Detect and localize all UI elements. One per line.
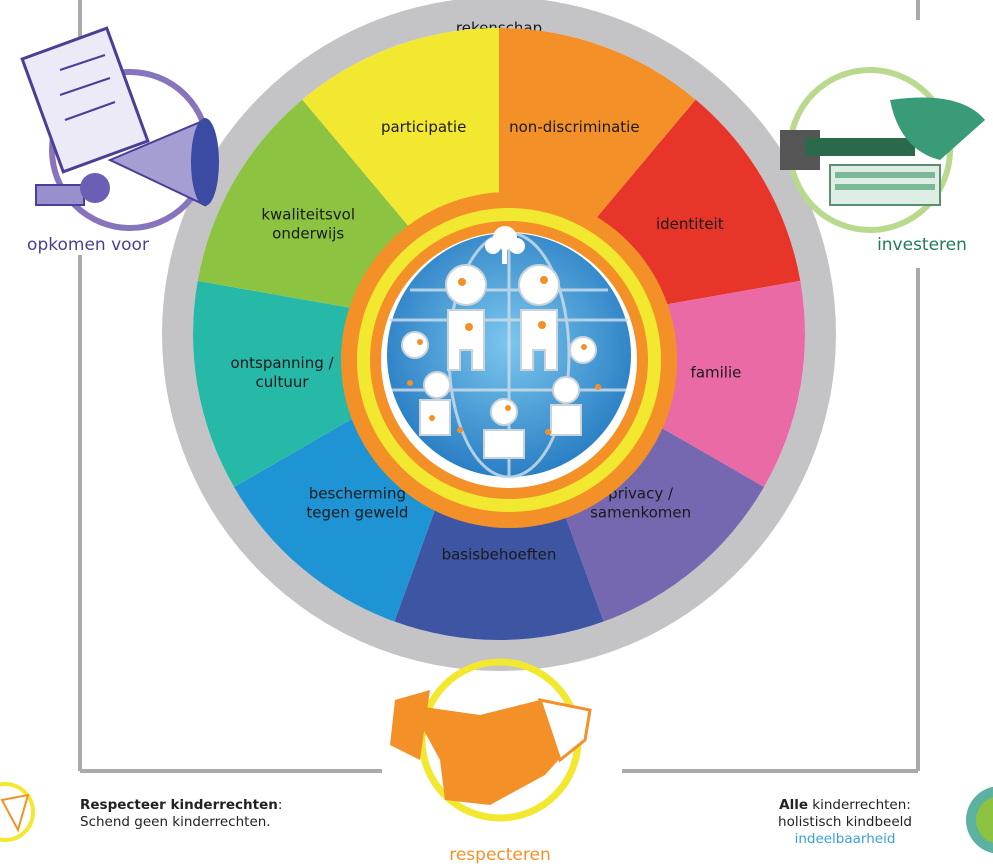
investment-icon bbox=[780, 67, 985, 233]
segment-label-0: non-discriminatie bbox=[509, 118, 639, 136]
all-note-line2: holistisch kindbeeld bbox=[778, 814, 912, 830]
tree-icon bbox=[485, 226, 525, 264]
advocate-label: opkomen voor bbox=[27, 235, 149, 255]
corner-icon-left bbox=[0, 782, 35, 842]
segment-label-3: privacy /samenkomen bbox=[590, 484, 691, 521]
respect-note-title: Respecteer kinderrechten bbox=[80, 797, 278, 813]
segment-label-6: ontspanning /cultuur bbox=[230, 354, 334, 391]
all-rights-note: Alle kinderrechten: holistisch kindbeeld… bbox=[745, 797, 945, 848]
megaphone-icon bbox=[20, 26, 219, 231]
handshake-icon bbox=[390, 658, 592, 822]
invest-label: investeren bbox=[877, 235, 967, 255]
respect-note: Respecteer kinderrechten: Schend geen ki… bbox=[80, 797, 340, 831]
all-note-title: Alle bbox=[779, 797, 808, 813]
segment-label-2: familie bbox=[691, 363, 742, 381]
respect-note-body: Schend geen kinderrechten. bbox=[80, 814, 271, 830]
segment-label-1: identiteit bbox=[656, 215, 724, 233]
corner-icon-right bbox=[966, 786, 993, 854]
respect-label: respecteren bbox=[449, 845, 551, 865]
children-figures-icon bbox=[401, 264, 597, 459]
segment-label-8: participatie bbox=[381, 118, 466, 136]
frame-lines bbox=[78, 0, 920, 773]
all-note-line3: indeelbaarheid bbox=[794, 831, 896, 847]
segment-label-4: basisbehoeften bbox=[442, 545, 557, 563]
